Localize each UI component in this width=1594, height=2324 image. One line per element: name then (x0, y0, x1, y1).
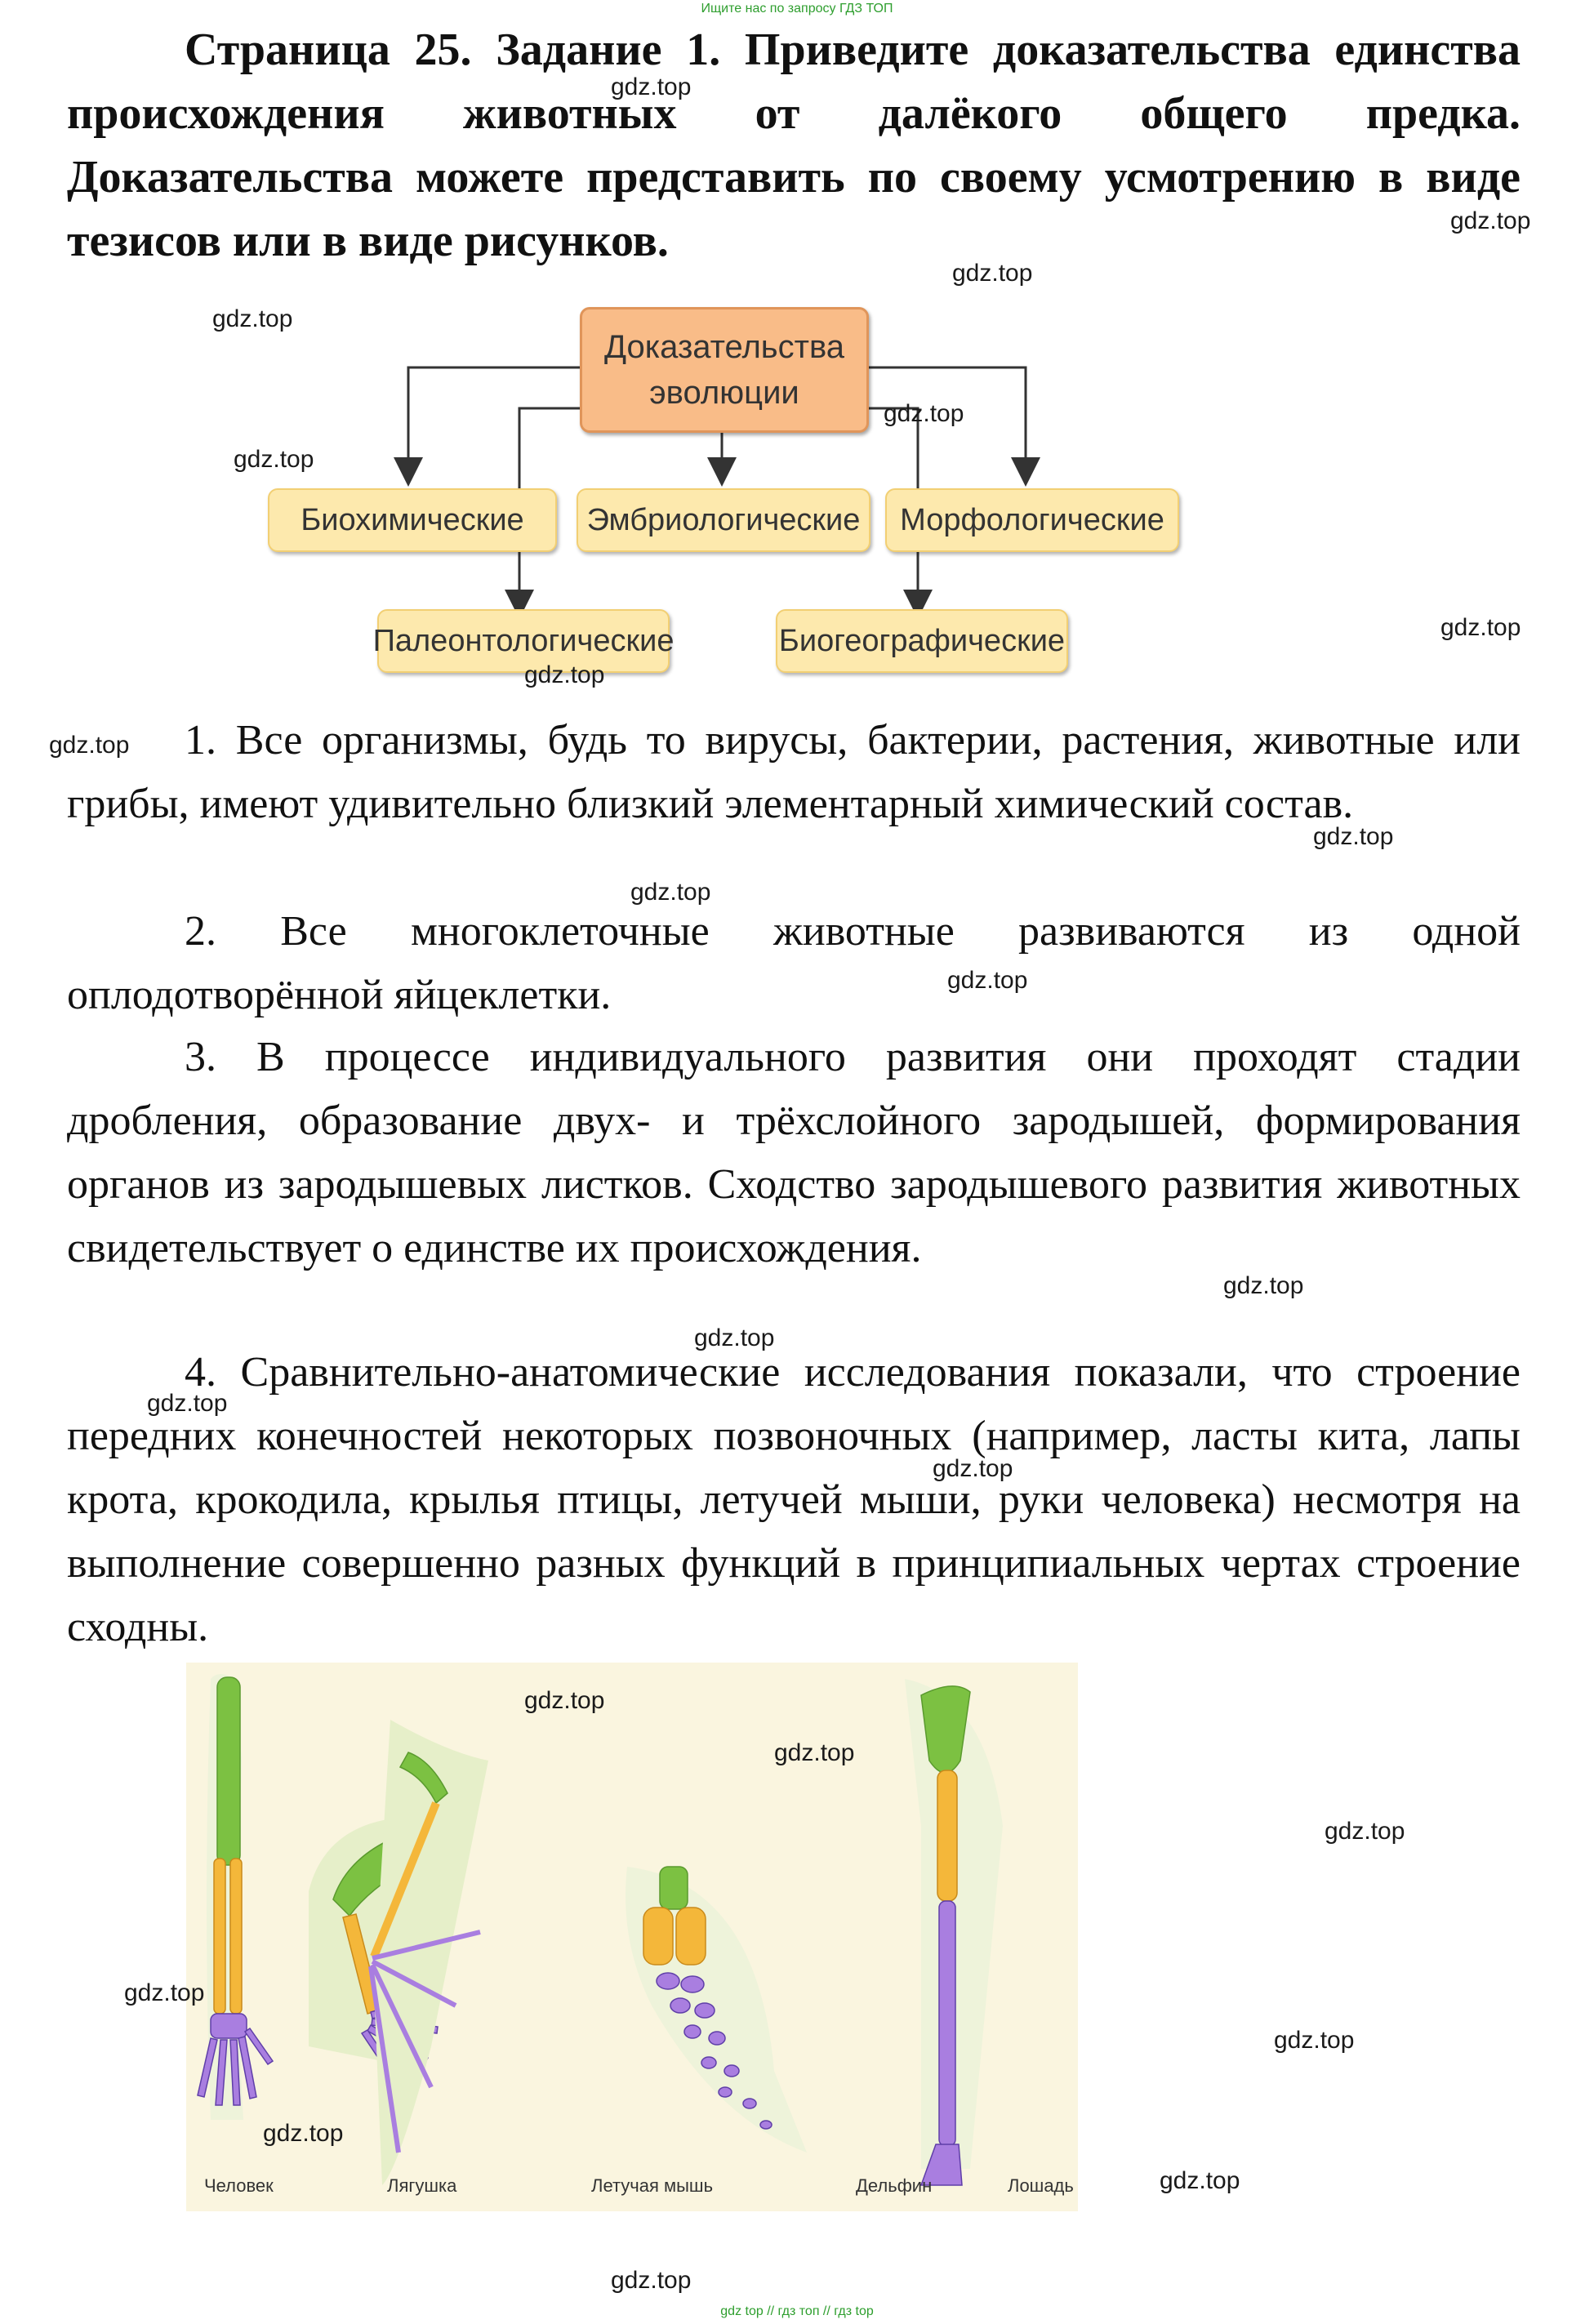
forelimb-figure: Человек Лягушка Летучая мышь Дельфин Лош… (186, 1663, 1078, 2211)
paragraph-4: 4. Сравнительно-анатомические исследован… (67, 1341, 1521, 1659)
label-dolphin: Дельфин (856, 2175, 933, 2196)
watermark: gdz.top (884, 400, 964, 427)
watermark: gdz.top (630, 879, 711, 906)
paragraph-1-text: 1. Все организмы, будь то вирусы, бактер… (67, 717, 1521, 827)
watermark: gdz.top (49, 732, 130, 759)
diagram-biochemical-label: Биохимические (301, 502, 524, 537)
diagram-paleontological-label: Палеонтологические (372, 623, 675, 658)
diagram-biogeographical-label: Биогеографические (778, 623, 1066, 658)
diagram-morphological-box: Морфологические (885, 488, 1179, 552)
watermark: gdz.top (524, 661, 605, 688)
diagram-embryological-box: Эмбриологические (577, 488, 870, 552)
diagram-biogeographical-box: Биогеографические (776, 609, 1068, 673)
watermark: gdz.top (212, 305, 293, 332)
footer-note: gdz top // гдз топ // гдз top (720, 2304, 874, 2318)
paragraph-4-text: 4. Сравнительно-анатомические исследован… (67, 1349, 1521, 1650)
diagram-root-box: Доказательства эволюции (580, 307, 869, 433)
watermark: gdz.top (1160, 2167, 1240, 2194)
task-heading: Страница 25. Задание 1. Приведите доказа… (67, 18, 1521, 273)
bat-wing (368, 1720, 488, 2185)
human-arm (197, 1674, 274, 2120)
paragraph-2-text: 2. Все многоклеточные животные развивают… (67, 908, 1521, 1018)
watermark: gdz.top (234, 446, 314, 473)
watermark: gdz.top (611, 2267, 692, 2294)
paragraph-2: 2. Все многоклеточные животные развивают… (67, 900, 1521, 1027)
paragraph-3: 3. В процессе индивидуального развития о… (67, 1026, 1521, 1280)
watermark: gdz.top (124, 1979, 205, 2006)
watermark: gdz.top (947, 967, 1028, 994)
watermark: gdz.top (611, 73, 692, 100)
diagram-embryological-label: Эмбриологические (586, 502, 861, 537)
watermark: gdz.top (1325, 1818, 1405, 1845)
diagram-paleontological-box: Палеонтологические (373, 609, 674, 673)
label-human: Человек (204, 2175, 274, 2196)
header-note: Ищите нас по запросу ГДЗ ТОП (701, 2, 893, 16)
dolphin-flipper (626, 1866, 807, 2153)
diagram-morphological-label: Морфологические (900, 502, 1164, 537)
diagram-biochemical-box: Биохимические (268, 488, 557, 552)
watermark: gdz.top (1313, 823, 1394, 850)
paragraph-3-text: 3. В процессе индивидуального развития о… (67, 1034, 1521, 1271)
diagram-root-label: Доказательства эволюции (603, 329, 844, 411)
task-heading-text: Страница 25. Задание 1. Приведите доказа… (67, 24, 1521, 266)
watermark: gdz.top (147, 1390, 228, 1417)
label-frog: Лягушка (387, 2175, 457, 2196)
watermark: gdz.top (263, 2120, 344, 2147)
watermark: gdz.top (1274, 2027, 1355, 2054)
label-bat: Летучая мышь (591, 2175, 714, 2196)
watermark: gdz.top (694, 1325, 775, 1351)
forelimb-drawing (197, 1674, 1003, 2186)
paragraph-1: 1. Все организмы, будь то вирусы, бактер… (67, 709, 1521, 836)
horse-leg (905, 1679, 1003, 2186)
watermark: gdz.top (1223, 1272, 1304, 1299)
watermark: gdz.top (952, 260, 1033, 287)
label-horse: Лошадь (1008, 2175, 1074, 2196)
watermark: gdz.top (524, 1687, 605, 1714)
watermark: gdz.top (1450, 207, 1531, 234)
watermark: gdz.top (933, 1455, 1013, 1482)
watermark: gdz.top (1440, 614, 1521, 641)
watermark: gdz.top (774, 1739, 855, 1766)
